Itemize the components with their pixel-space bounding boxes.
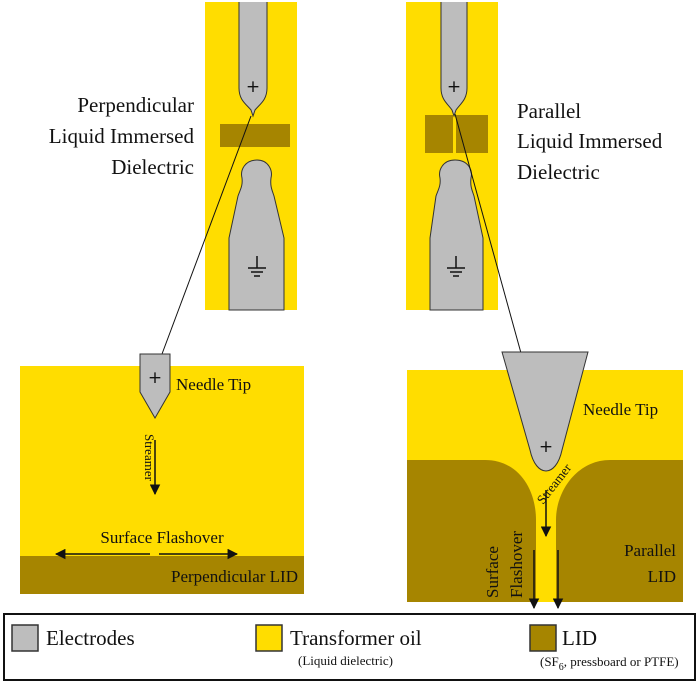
- needle-tip-label: Needle Tip: [176, 375, 251, 394]
- needle-tip-label: Needle Tip: [583, 400, 658, 419]
- zoom-line-left: [161, 115, 252, 355]
- top-right-panel: + Parallel Liquid Immersed Dielectric: [406, 2, 663, 311]
- legend-note-oil: (Liquid dielectric): [298, 653, 393, 668]
- title-line-1: Parallel: [517, 99, 581, 123]
- legend-swatch-electrodes: [11, 624, 39, 652]
- top-left-panel: + Perpendicular Liquid Immersed Dielectr…: [49, 2, 297, 311]
- parallel-lid-left: [407, 460, 536, 602]
- title-line-3: Dielectric: [517, 160, 600, 184]
- title-line-2: Liquid Immersed: [517, 129, 663, 153]
- legend-swatch-lid: [529, 624, 557, 652]
- streamer-label: Streamer: [142, 434, 157, 482]
- perpendicular-lid: [20, 556, 304, 594]
- perpendicular-lid-block: [220, 124, 290, 147]
- legend-swatch-oil: [255, 624, 283, 652]
- legend: Electrodes Transformer oil (Liquid diele…: [3, 613, 696, 681]
- lid-label-line-1: Parallel: [624, 541, 676, 560]
- parallel-lid-block-left: [425, 115, 453, 153]
- lid-note-subscript: 6: [559, 662, 564, 673]
- detail-right-panel: + Needle Tip Streamer Surface Flashover …: [407, 351, 683, 610]
- needle-tip: [139, 353, 171, 420]
- legend-frame: [3, 613, 696, 681]
- legend-label-electrodes: Electrodes: [46, 626, 135, 650]
- lid-note-suffix: , pressboard or PTFE): [564, 654, 679, 669]
- needle-electrode: [238, 2, 268, 118]
- anode-plus-symbol: +: [246, 77, 260, 97]
- lid-label-line-2: LID: [648, 567, 676, 586]
- parallel-lid-block-right: [456, 115, 488, 153]
- lid-note-prefix: (SF: [540, 654, 559, 669]
- flashover-label: Flashover: [507, 531, 526, 598]
- legend-label-oil: Transformer oil: [290, 626, 422, 650]
- lid-label: Perpendicular LID: [171, 567, 298, 586]
- title-line-3: Dielectric: [111, 155, 194, 179]
- legend-note-lid: (SF6, pressboard or PTFE): [540, 654, 679, 673]
- legend-label-lid: LID: [562, 626, 597, 650]
- needle-tip: [501, 351, 589, 472]
- parallel-lid-right: [556, 460, 683, 602]
- needle-electrode: [440, 2, 468, 118]
- anode-plus-symbol: +: [539, 437, 553, 457]
- ground-icon: [447, 256, 465, 277]
- title-line-2: Liquid Immersed: [49, 124, 195, 148]
- anode-plus-symbol: +: [148, 368, 162, 388]
- surface-label: Surface: [483, 546, 502, 598]
- title-line-1: Perpendicular: [77, 93, 194, 117]
- surface-flashover-label: Surface Flashover: [100, 528, 224, 547]
- ground-electrode: [228, 159, 285, 311]
- ground-icon: [248, 256, 266, 277]
- anode-plus-symbol: +: [447, 77, 461, 97]
- detail-left-panel: + Needle Tip Streamer Surface Flashover …: [20, 353, 304, 594]
